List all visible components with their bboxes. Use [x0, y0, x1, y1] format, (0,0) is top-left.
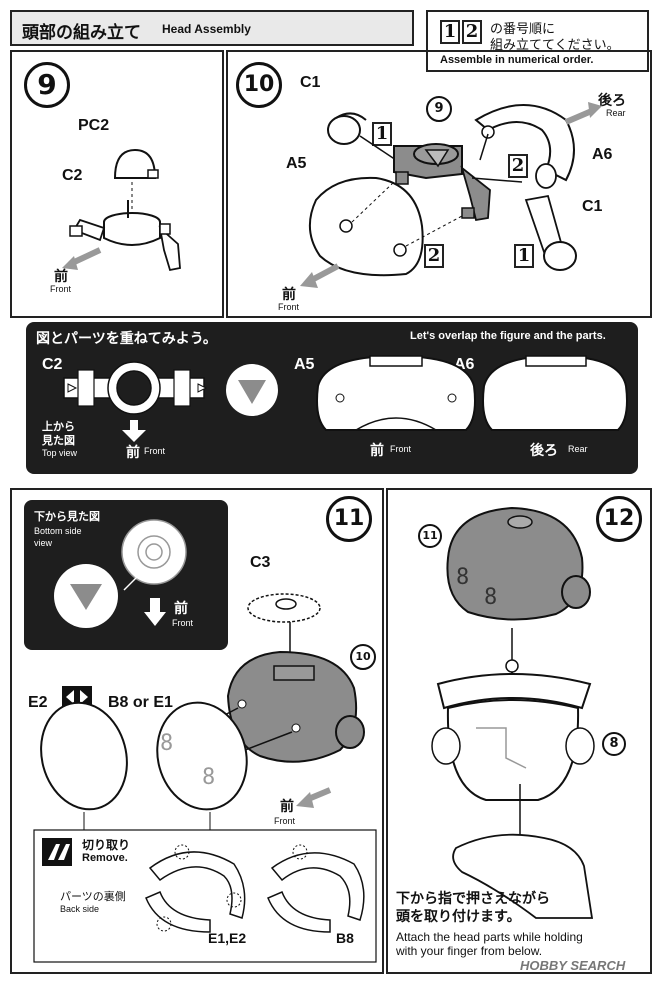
step10-marker-2b: 2 — [424, 244, 444, 268]
step11-back-jp: パーツの裏側 — [60, 891, 126, 903]
overlap-a6-rear-jp: 後ろ — [530, 442, 558, 458]
step10-part-a6: A6 — [592, 146, 613, 163]
overlap-c2: C2 — [42, 356, 63, 373]
step12-ref-11: 11 — [418, 524, 442, 548]
step10-part-c1-right: C1 — [582, 198, 603, 215]
step10-part-a5: A5 — [286, 155, 307, 172]
order-jp-line1: の番号順に — [490, 21, 556, 36]
bottom-view-drawing — [54, 519, 187, 628]
step11-drawing: 8 8 — [33, 593, 377, 963]
step11-label-e1e2: E1,E2 — [208, 930, 247, 946]
overlap-front-jp: 前 — [126, 444, 140, 460]
overlap-top-view-jp-1: 上から — [42, 421, 75, 433]
step11-part-c3: C3 — [250, 554, 271, 571]
step12-instr-jp-1: 下から指で押さえながら — [396, 890, 550, 906]
section-title-bar: 頭部の組み立て Head Assembly — [10, 10, 414, 46]
overlap-drawing — [63, 354, 628, 442]
step10-marker-1a: 1 — [372, 122, 392, 146]
step11-back-en: Back side — [60, 904, 100, 914]
step10-rear-jp: 後ろ — [598, 92, 626, 108]
step9-part-c2: C2 — [62, 167, 83, 184]
order-jp-line2: 組み立ててください。 — [490, 37, 620, 52]
order-note-box: 1 2 の番号順に 組み立ててください。 Assemble in numeric… — [426, 10, 649, 72]
step10-front-en: Front — [278, 302, 300, 312]
step9-front-jp: 前 — [54, 268, 68, 284]
step11-label-b8: B8 — [336, 930, 354, 946]
step10-panel — [226, 50, 652, 318]
order-en: Assemble in numerical order. — [440, 54, 594, 66]
svg-text:8: 8 — [160, 731, 173, 756]
step12-drawing: 8 8 — [431, 506, 595, 919]
overlap-top-view-jp-2: 見た図 — [42, 435, 75, 447]
watermark: HOBBY SEARCH — [520, 958, 626, 973]
step10-rear-en: Rear — [606, 108, 626, 118]
step11-front-jp: 前 — [280, 798, 294, 814]
svg-text:8: 8 — [456, 565, 469, 590]
step10-front-jp: 前 — [282, 286, 296, 302]
overlap-title-en: Let's overlap the figure and the parts. — [410, 330, 606, 342]
bottom-view-panel: 下から見た図 Bottom side view 前 Front — [24, 500, 228, 650]
bottom-view-en-1: Bottom side — [34, 526, 82, 536]
overlap-title-jp: 図とパーツを重ねてみよう。 — [36, 330, 217, 346]
step10-ref-9: 9 — [426, 96, 452, 122]
step9-drawing — [62, 148, 181, 272]
title-jp: 頭部の組み立て — [22, 23, 141, 42]
step9-front-en: Front — [50, 284, 72, 294]
bottom-view-en-2: view — [34, 538, 53, 548]
step11-remove-jp: 切り取り — [82, 838, 131, 852]
step11-number: 11 — [326, 496, 372, 542]
overlap-panel: 図とパーツを重ねてみよう。 Let's overlap the figure a… — [26, 322, 638, 474]
bottom-view-front-jp: 前 — [174, 600, 188, 616]
overlap-front-en: Front — [144, 446, 166, 456]
step12-instr-en-2: with your finger from below. — [396, 944, 543, 958]
step12-number: 12 — [596, 496, 642, 542]
step10-marker-2a: 2 — [508, 154, 528, 178]
overlap-a6-rear-en: Rear — [568, 444, 588, 454]
step10-marker-1b: 1 — [514, 244, 534, 268]
step11-part-e2: E2 — [28, 694, 48, 711]
svg-text:8: 8 — [484, 585, 497, 610]
bottom-view-jp: 下から見た図 — [34, 511, 100, 523]
order-num-1: 1 — [440, 20, 460, 44]
title-en: Head Assembly — [162, 22, 251, 36]
overlap-top-view-en: Top view — [42, 448, 78, 458]
step9-panel — [10, 50, 224, 318]
step11-ref-10: 10 — [350, 644, 376, 670]
step11-remove-en: Remove. — [82, 852, 128, 864]
step12-instr-en-1: Attach the head parts while holding — [396, 930, 583, 944]
step10-drawing — [300, 102, 602, 288]
svg-text:8: 8 — [202, 765, 215, 790]
step11-panel — [10, 488, 384, 974]
step11-part-b8-e1: B8 or E1 — [108, 694, 173, 711]
step12-ref-8: 8 — [602, 732, 626, 756]
overlap-a5-front-en: Front — [390, 444, 412, 454]
step11-front-en: Front — [274, 816, 296, 826]
step12-instr-jp-2: 頭を取り付けます。 — [396, 908, 521, 924]
overlap-a5: A5 — [294, 356, 315, 373]
overlap-a5-front-jp: 前 — [370, 442, 384, 458]
order-num-2: 2 — [462, 20, 482, 44]
step9-part-pc2: PC2 — [78, 117, 110, 134]
step10-part-c1-top: C1 — [300, 74, 321, 91]
bottom-view-front-en: Front — [172, 618, 194, 628]
step9-number: 9 — [24, 62, 70, 108]
step10-number: 10 — [236, 62, 282, 108]
step12-panel — [386, 488, 652, 974]
